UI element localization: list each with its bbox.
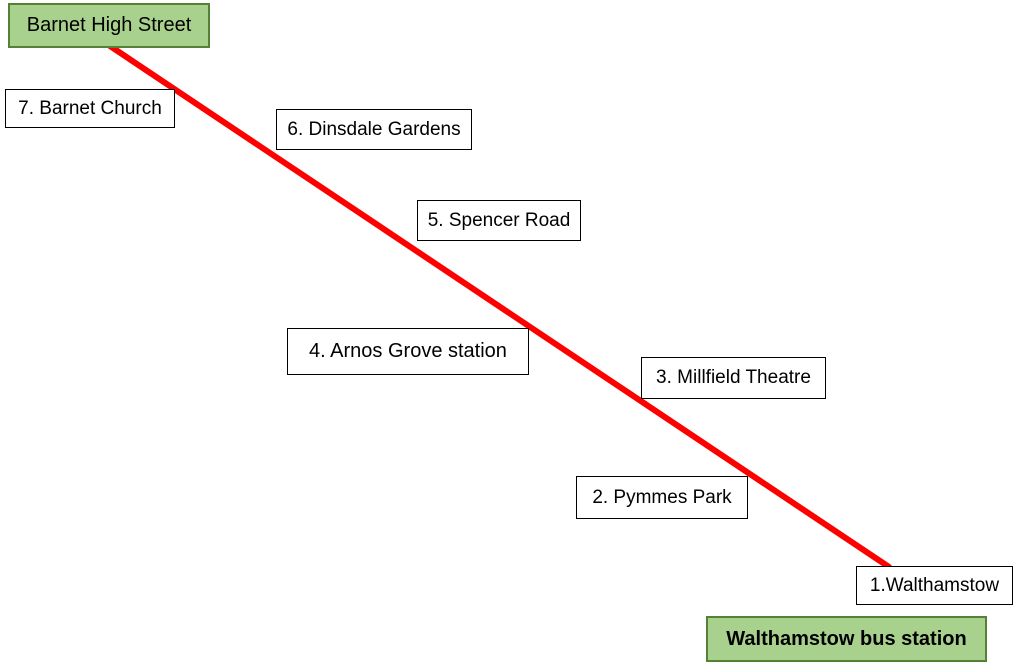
stop-label: 2. Pymmes Park	[592, 486, 732, 508]
terminus-box-walthamstow-bus-station: Walthamstow bus station	[706, 616, 987, 662]
stop-box-5-spencer-road: 5. Spencer Road	[417, 200, 581, 241]
stop-box-2-pymmes-park: 2. Pymmes Park	[576, 476, 748, 519]
terminus-label: Barnet High Street	[26, 14, 192, 36]
terminus-box-barnet-high-street: Barnet High Street	[8, 3, 210, 48]
stop-label: 5. Spencer Road	[427, 209, 571, 231]
stop-box-4-arnos-grove-station: 4. Arnos Grove station	[287, 328, 529, 375]
stop-box-7-barnet-church: 7. Barnet Church	[5, 89, 175, 128]
stop-box-6-dinsdale-gardens: 6. Dinsdale Gardens	[276, 109, 472, 150]
stop-label: 3. Millfield Theatre	[656, 367, 811, 388]
stop-label: 6. Dinsdale Gardens	[287, 118, 461, 140]
stop-label: 1.Walthamstow	[869, 574, 1000, 596]
stop-label: 7. Barnet Church	[18, 97, 162, 119]
terminus-label: Walthamstow bus station	[726, 627, 967, 650]
stop-box-1-walthamstow: 1.Walthamstow	[856, 566, 1013, 605]
stop-box-3-millfield-theatre: 3. Millfield Theatre	[641, 357, 826, 399]
stop-label: 4. Arnos Grove station	[309, 340, 507, 362]
route-line	[104, 41, 892, 570]
